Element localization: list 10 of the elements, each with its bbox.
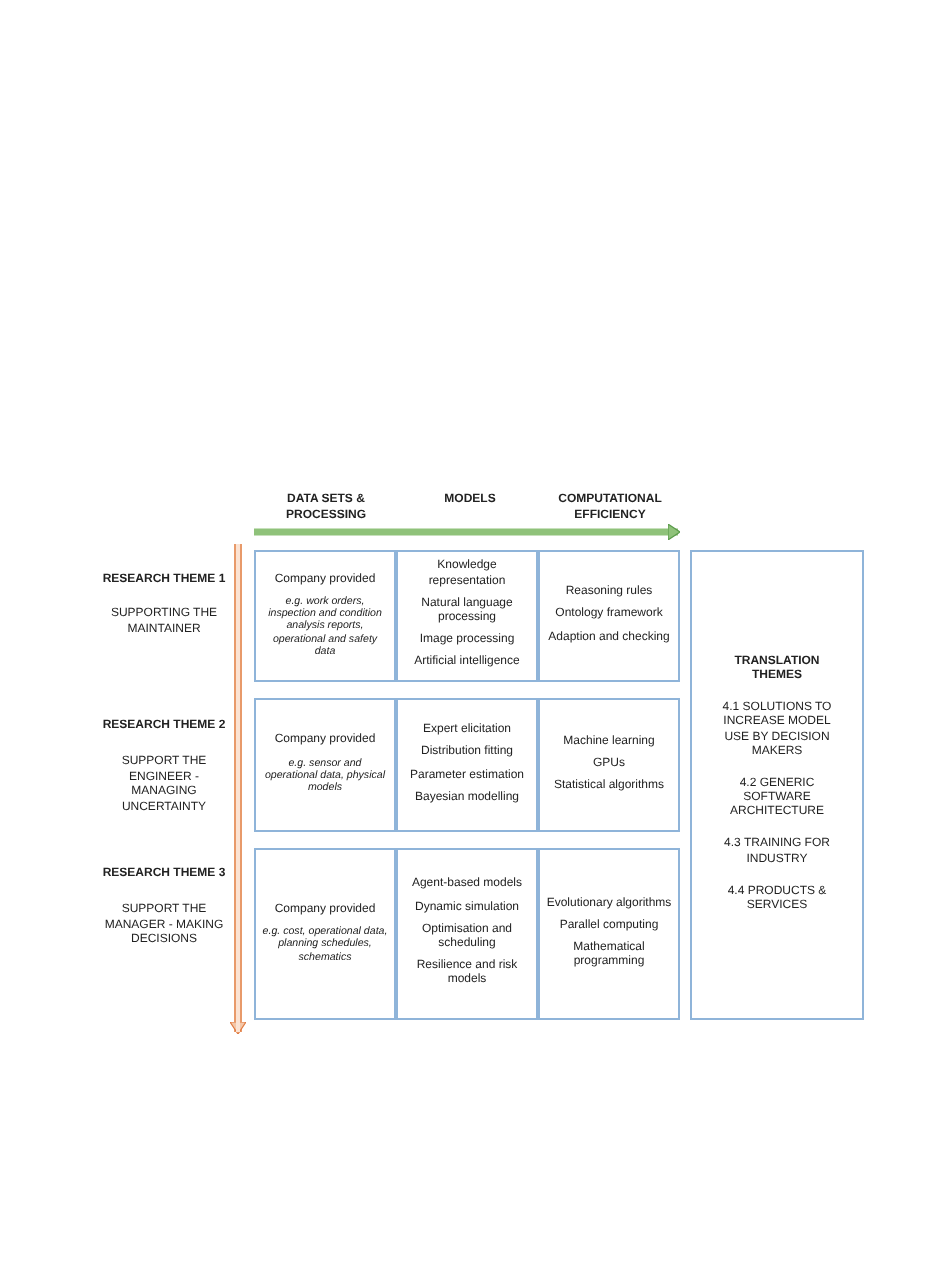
table-cell [254, 550, 396, 682]
table-cell [538, 698, 680, 832]
table-cell [254, 698, 396, 832]
table-cell [396, 848, 538, 1020]
themes-panel [690, 550, 864, 1020]
table-cell [538, 848, 680, 1020]
table-cell [396, 550, 538, 682]
table-cell [538, 550, 680, 682]
table-cell [396, 698, 538, 832]
table-cell [254, 848, 396, 1020]
